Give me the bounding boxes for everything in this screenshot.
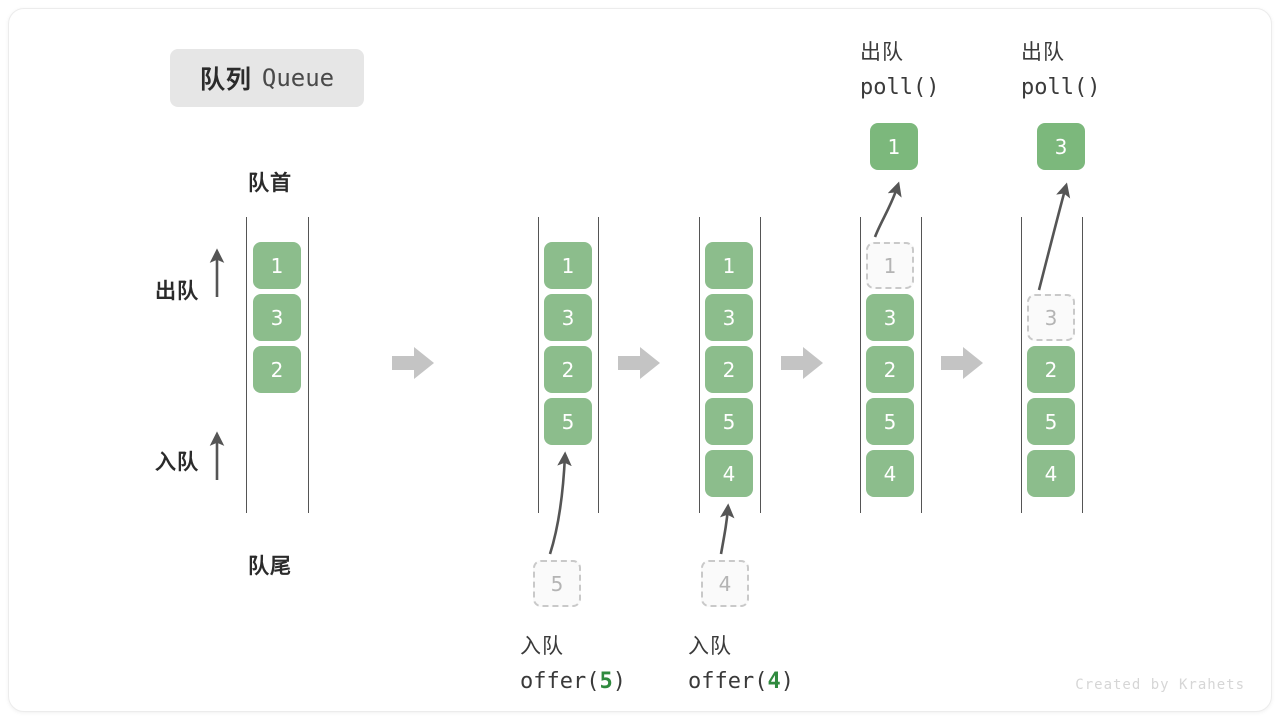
queue-cell: 2 — [1027, 346, 1075, 393]
caption-poll-3: 出队 poll() — [1021, 34, 1100, 106]
diagram-card: 队列 Queue 队首 队尾 出队 入队 1 3 2 1 3 2 5 5 — [8, 8, 1272, 712]
queue-cell: 5 — [1027, 398, 1075, 445]
diagram-stage: 队列 Queue 队首 队尾 出队 入队 1 3 2 1 3 2 5 5 — [9, 9, 1271, 711]
queue-cell: 2 — [866, 346, 914, 393]
queue-cell: 3 — [705, 294, 753, 341]
title-english: Queue — [261, 64, 335, 92]
rail-right-stage-3 — [760, 217, 761, 513]
caption-offer-4-code: offer(4) — [688, 669, 794, 694]
queue-cell: 1 — [705, 242, 753, 289]
incoming-ghost-cell: 5 — [533, 560, 581, 607]
caption-poll-1-cn: 出队 — [860, 40, 904, 64]
queue-cell: 3 — [866, 294, 914, 341]
rail-right-stage-5 — [1082, 217, 1083, 513]
caption-offer-4-cn: 入队 — [688, 634, 732, 658]
title-chinese: 队列 — [199, 65, 252, 94]
curved-arrow-icon-poll-3 — [1037, 182, 1071, 291]
rail-right-stage-1 — [308, 217, 309, 513]
rail-left-stage-5 — [1021, 217, 1022, 513]
footer-credit: Created by Krahets — [1075, 677, 1245, 693]
queue-cell: 1 — [253, 242, 301, 289]
outgoing-ghost-cell: 3 — [1027, 294, 1075, 341]
outgoing-ghost-cell: 1 — [866, 242, 914, 289]
rail-right-stage-2 — [598, 217, 599, 513]
diagram-title-chip: 队列 Queue — [170, 49, 364, 107]
curved-arrow-icon-offer-4 — [719, 503, 735, 555]
label-enqueue-direction: 入队 — [155, 450, 199, 474]
queue-cell: 4 — [705, 450, 753, 497]
rail-left-stage-4 — [860, 217, 861, 513]
caption-poll-3-code: poll() — [1021, 75, 1101, 100]
rail-right-stage-4 — [921, 217, 922, 513]
step-arrow-icon — [618, 346, 660, 380]
caption-offer-4: 入队 offer(4) — [688, 628, 794, 700]
rail-left-stage-2 — [538, 217, 539, 513]
queue-cell: 4 — [866, 450, 914, 497]
label-rear: 队尾 — [248, 554, 292, 578]
step-arrow-icon — [392, 346, 434, 380]
queue-cell: 2 — [544, 346, 592, 393]
step-arrow-icon — [781, 346, 823, 380]
caption-offer-5: 入队 offer(5) — [520, 628, 626, 700]
label-dequeue-direction: 出队 — [155, 279, 199, 303]
queue-cell: 3 — [253, 294, 301, 341]
polled-value-cell: 1 — [870, 123, 918, 170]
queue-cell: 1 — [544, 242, 592, 289]
polled-value-cell: 3 — [1037, 123, 1085, 170]
caption-offer-5-cn: 入队 — [520, 634, 564, 658]
rail-left-stage-1 — [246, 217, 247, 513]
queue-cell: 5 — [544, 398, 592, 445]
caption-poll-1: 出队 poll() — [860, 34, 939, 106]
label-front: 队首 — [248, 171, 292, 195]
queue-cell: 5 — [866, 398, 914, 445]
queue-cell: 2 — [253, 346, 301, 393]
queue-cell: 2 — [705, 346, 753, 393]
caption-poll-3-cn: 出队 — [1021, 40, 1065, 64]
caption-poll-1-code: poll() — [860, 75, 940, 100]
curved-arrow-icon-poll-1 — [873, 181, 902, 238]
caption-offer-5-code: offer(5) — [520, 669, 626, 694]
step-arrow-icon — [941, 346, 983, 380]
rail-left-stage-3 — [699, 217, 700, 513]
curved-arrow-icon-offer-5 — [548, 451, 572, 555]
queue-cell: 3 — [544, 294, 592, 341]
queue-cell: 5 — [705, 398, 753, 445]
incoming-ghost-cell: 4 — [701, 560, 749, 607]
queue-cell: 4 — [1027, 450, 1075, 497]
